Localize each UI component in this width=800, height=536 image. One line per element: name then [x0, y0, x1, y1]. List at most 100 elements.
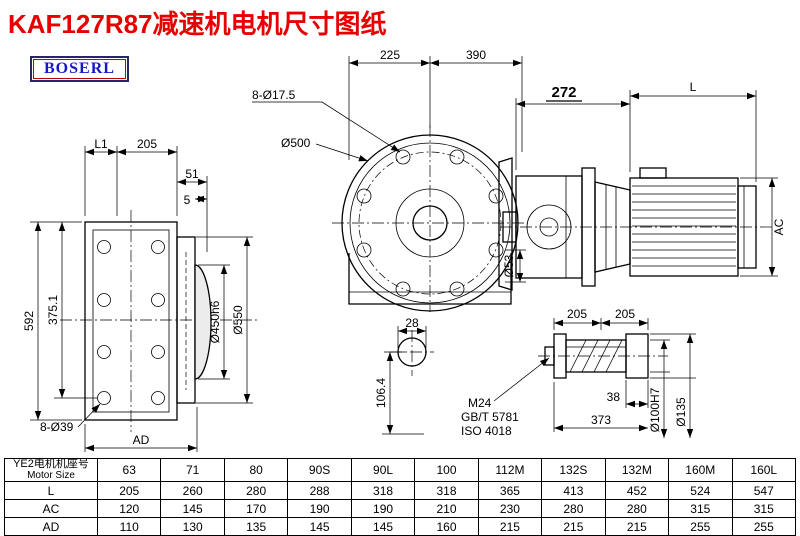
table-cell: 255	[731, 517, 797, 536]
brand-logo: BOSERL	[30, 56, 129, 82]
column-header: 80	[223, 457, 289, 483]
label-m24: M24	[468, 396, 492, 410]
dim-bolt-holes-17-5: 8-Ø17.5	[252, 88, 296, 102]
dim-592: 592	[22, 311, 36, 331]
retaining-bolt	[544, 346, 555, 366]
table-cell: 205	[96, 481, 162, 501]
technical-drawing: L1 205 51 5 592 375.1 8-Ø39 AD Ø450h6 Ø5…	[22, 48, 786, 452]
label-gbt-5781: GB/T 5781	[461, 410, 519, 424]
table-cell: 318	[350, 481, 416, 501]
dim-28: 28	[405, 316, 419, 330]
column-header: 160L	[731, 457, 797, 483]
column-header: 132S	[541, 457, 606, 483]
column-header: 90L	[350, 457, 416, 483]
table-cell: 280	[541, 499, 606, 519]
dim-d100h7: Ø100H7	[648, 387, 662, 432]
dim-ad: AD	[133, 433, 150, 447]
table-cell: 190	[287, 499, 352, 519]
table-cell: 315	[731, 499, 797, 519]
dim-51: 51	[185, 167, 199, 181]
bolt-hole	[151, 240, 165, 254]
table-row-AD: AD 110 130 135 145 145 160 215 215 215 2…	[4, 517, 797, 536]
terminal-box	[639, 167, 667, 179]
table-cell: 230	[477, 499, 543, 519]
brand-logo-text: BOSERL	[33, 59, 126, 79]
housing-body	[348, 253, 512, 305]
dim-l1: L1	[94, 137, 108, 151]
dim-d550: Ø550	[231, 305, 245, 335]
dim-205: 205	[137, 137, 157, 151]
table-cell: 215	[604, 517, 670, 536]
dim-205-a: 205	[567, 307, 587, 321]
dim-38: 38	[607, 390, 621, 404]
column-header: 90S	[287, 457, 352, 483]
dim-d135: Ø135	[674, 397, 688, 427]
drawing-title: KAF127R87减速机电机尺寸图纸	[8, 9, 387, 39]
table-cell: 135	[223, 517, 289, 536]
bolt-circle	[358, 151, 502, 295]
shaft-bore	[412, 205, 448, 241]
table-cell: 130	[160, 517, 225, 536]
dim-5: 5	[184, 193, 191, 207]
table-cell: 524	[668, 481, 733, 501]
bolt-hole	[97, 293, 111, 307]
column-header: 112M	[477, 457, 543, 483]
dim-390: 390	[466, 48, 486, 62]
dim-106-4: 106.4	[374, 378, 388, 408]
bolt-hole	[395, 281, 411, 297]
bolt-hole	[488, 188, 504, 204]
bolt-hole	[395, 149, 411, 165]
table-cell: 255	[668, 517, 733, 536]
table-cell: 160	[414, 517, 479, 536]
row-label: L	[4, 481, 98, 501]
dim-l: L	[690, 80, 697, 94]
label-iso-4018: ISO 4018	[461, 424, 512, 438]
dim-bolt-holes-39: 8-Ø39	[40, 420, 74, 434]
table-cell: 215	[541, 517, 606, 536]
table-cell: 280	[223, 481, 289, 501]
column-header: 100	[414, 457, 479, 483]
bolt-hole	[449, 281, 465, 297]
dim-d53: Ø53	[502, 254, 516, 277]
shaft-detail-view: 205 205 38 373 M24 GB/T 5781 ISO 4018 Ø1…	[461, 307, 696, 438]
dim-375: 375.1	[46, 295, 60, 325]
bolt-hole	[449, 149, 465, 165]
input-bracket	[498, 157, 513, 291]
motor-size-header-cell: YE2电机机座号 Motor Size	[4, 457, 98, 483]
dim-ac: AC	[772, 218, 786, 235]
table-cell: 110	[96, 517, 162, 536]
bolt-hole	[151, 391, 165, 405]
left-side-view: L1 205 51 5 592 375.1 8-Ø39 AD Ø450h6 Ø5…	[22, 137, 258, 452]
dim-d450h6: Ø450h6	[208, 300, 222, 343]
dim-205-b: 205	[615, 307, 635, 321]
dim-225: 225	[380, 48, 400, 62]
table-cell: 260	[160, 481, 225, 501]
table-cell: 315	[668, 499, 733, 519]
table-cell: 215	[477, 517, 543, 536]
table-cell: 547	[731, 481, 797, 501]
motor-size-label-cn: YE2电机机座号	[13, 458, 89, 470]
bolt-hole	[356, 188, 372, 204]
table-row-L: L 205 260 280 288 318 318 365 413 452 52…	[4, 481, 797, 501]
table-cell: 210	[414, 499, 479, 519]
bolt-hole	[488, 242, 504, 258]
table-cell: 145	[160, 499, 225, 519]
motor-side-view: 272 L AC	[500, 80, 786, 287]
table-cell: 365	[477, 481, 543, 501]
bolt-hole	[151, 293, 165, 307]
table-cell: 145	[287, 517, 352, 536]
row-label: AD	[4, 517, 98, 536]
bolt-hole	[151, 345, 165, 359]
table-cell: 170	[223, 499, 289, 519]
table-cell: 318	[414, 481, 479, 501]
front-view: 225 390 8-Ø17.5 Ø500 Ø53 28 106.4	[252, 48, 528, 435]
flange-boss	[194, 264, 212, 380]
table-cell: 452	[604, 481, 670, 501]
table-cell: 120	[96, 499, 162, 519]
dim-373: 373	[591, 413, 611, 427]
motor-dimension-table: YE2电机机座号 Motor Size 63 71 80 90S 90L 100…	[4, 457, 797, 536]
table-cell: 413	[541, 481, 606, 501]
shaft-shoulder	[625, 333, 649, 379]
table-cell: 145	[350, 517, 416, 536]
